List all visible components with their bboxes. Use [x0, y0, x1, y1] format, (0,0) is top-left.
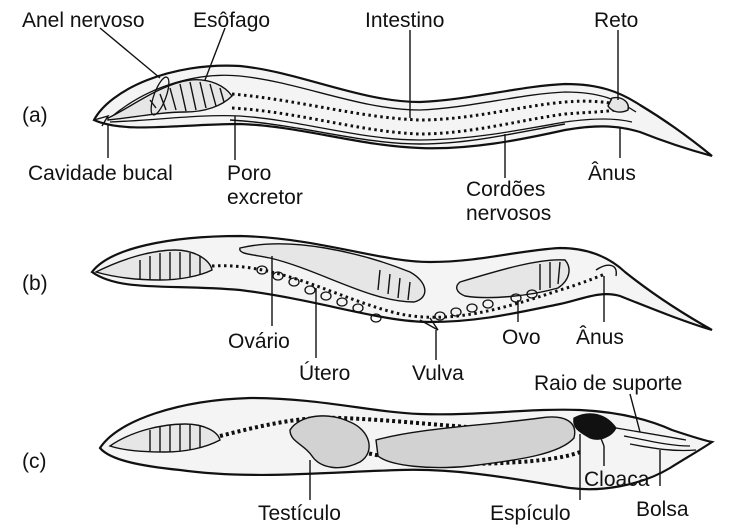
leader-anel	[100, 28, 160, 78]
label-intestino: Intestino	[365, 9, 444, 32]
panel-a-tag: (a)	[22, 104, 48, 127]
panel-b: (b)	[22, 236, 712, 385]
label-vulva: Vulva	[412, 362, 464, 385]
label-anus-a: Ânus	[588, 162, 636, 185]
label-anus-b: Ânus	[576, 326, 624, 349]
label-nervosos: nervosos	[466, 202, 551, 225]
label-excretor: excretor	[227, 186, 303, 209]
panel-b-tag: (b)	[22, 272, 48, 295]
label-reto: Reto	[594, 9, 638, 32]
label-utero: Útero	[299, 362, 350, 385]
panel-c-tag: (c)	[22, 450, 47, 473]
label-anel-nervoso: Anel nervoso	[22, 9, 145, 32]
label-cordoes: Cordões	[466, 178, 545, 201]
label-testiculo: Testículo	[258, 502, 341, 525]
panel-c: (c) Raio de suporte Testículo Espículo C…	[22, 372, 712, 525]
label-espiculo: Espículo	[490, 502, 571, 525]
worm-b-esophagus	[96, 250, 212, 280]
label-poro: Poro	[227, 162, 271, 185]
label-raio-de-suporte: Raio de suporte	[534, 372, 682, 395]
label-cavidade-bucal: Cavidade bucal	[28, 162, 173, 185]
label-cloaca: Cloaca	[584, 468, 650, 491]
label-ovo: Ovo	[502, 326, 541, 349]
panel-a: (a) Anel nervoso	[22, 9, 712, 225]
label-bolsa: Bolsa	[636, 498, 689, 521]
label-esofago: Esôfago	[193, 9, 270, 32]
label-ovario: Ovário	[228, 330, 290, 353]
